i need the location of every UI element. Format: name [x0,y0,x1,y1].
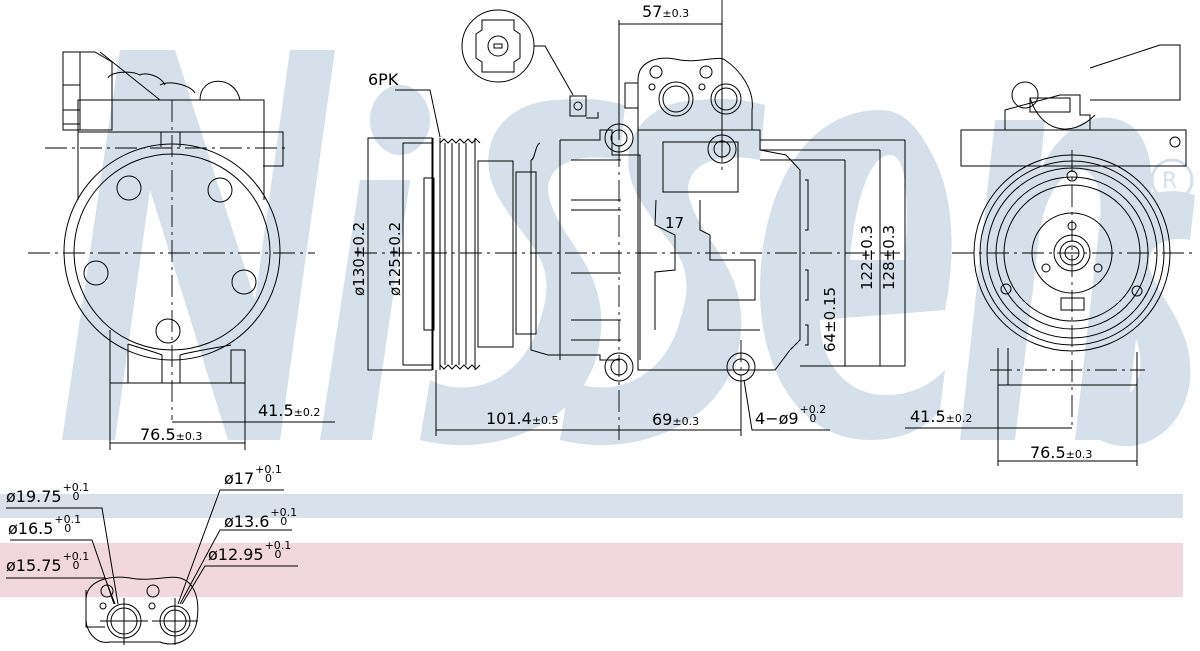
housing-number: 17 [665,214,684,232]
port-spacing-dimension: 57±0.3 [642,2,690,21]
left-offset-dimension: 41.5±0.2 [258,401,321,420]
mount-spacing-dimension: 69±0.3 [652,410,700,429]
right-end-view [905,44,1195,466]
right-offset-dimension: 41.5±0.2 [910,407,973,426]
pulley-inner-diameter: ø125±0.2 [386,221,404,296]
watermark: R [62,50,1195,447]
right-width-dimension: 76.5±0.3 [1030,443,1093,462]
port-detail [6,489,298,645]
svg-text:R: R [1162,169,1177,194]
pulley-outer-diameter: ø130±0.2 [350,221,368,296]
front-length-dimension: 101.4±0.5 [486,409,559,428]
height-mount-dimension: 122±0.3 [858,224,876,290]
left-width-dimension: 76.5±0.3 [140,425,203,444]
side-view: 17 [355,0,906,440]
height-total-dimension: 128±0.3 [880,224,898,290]
blue-band [0,494,1183,518]
height-center-dimension: 64±0.15 [821,286,839,352]
connector-detail [461,9,599,119]
belt-label: 6PK [368,70,399,89]
left-end-view [28,51,335,450]
